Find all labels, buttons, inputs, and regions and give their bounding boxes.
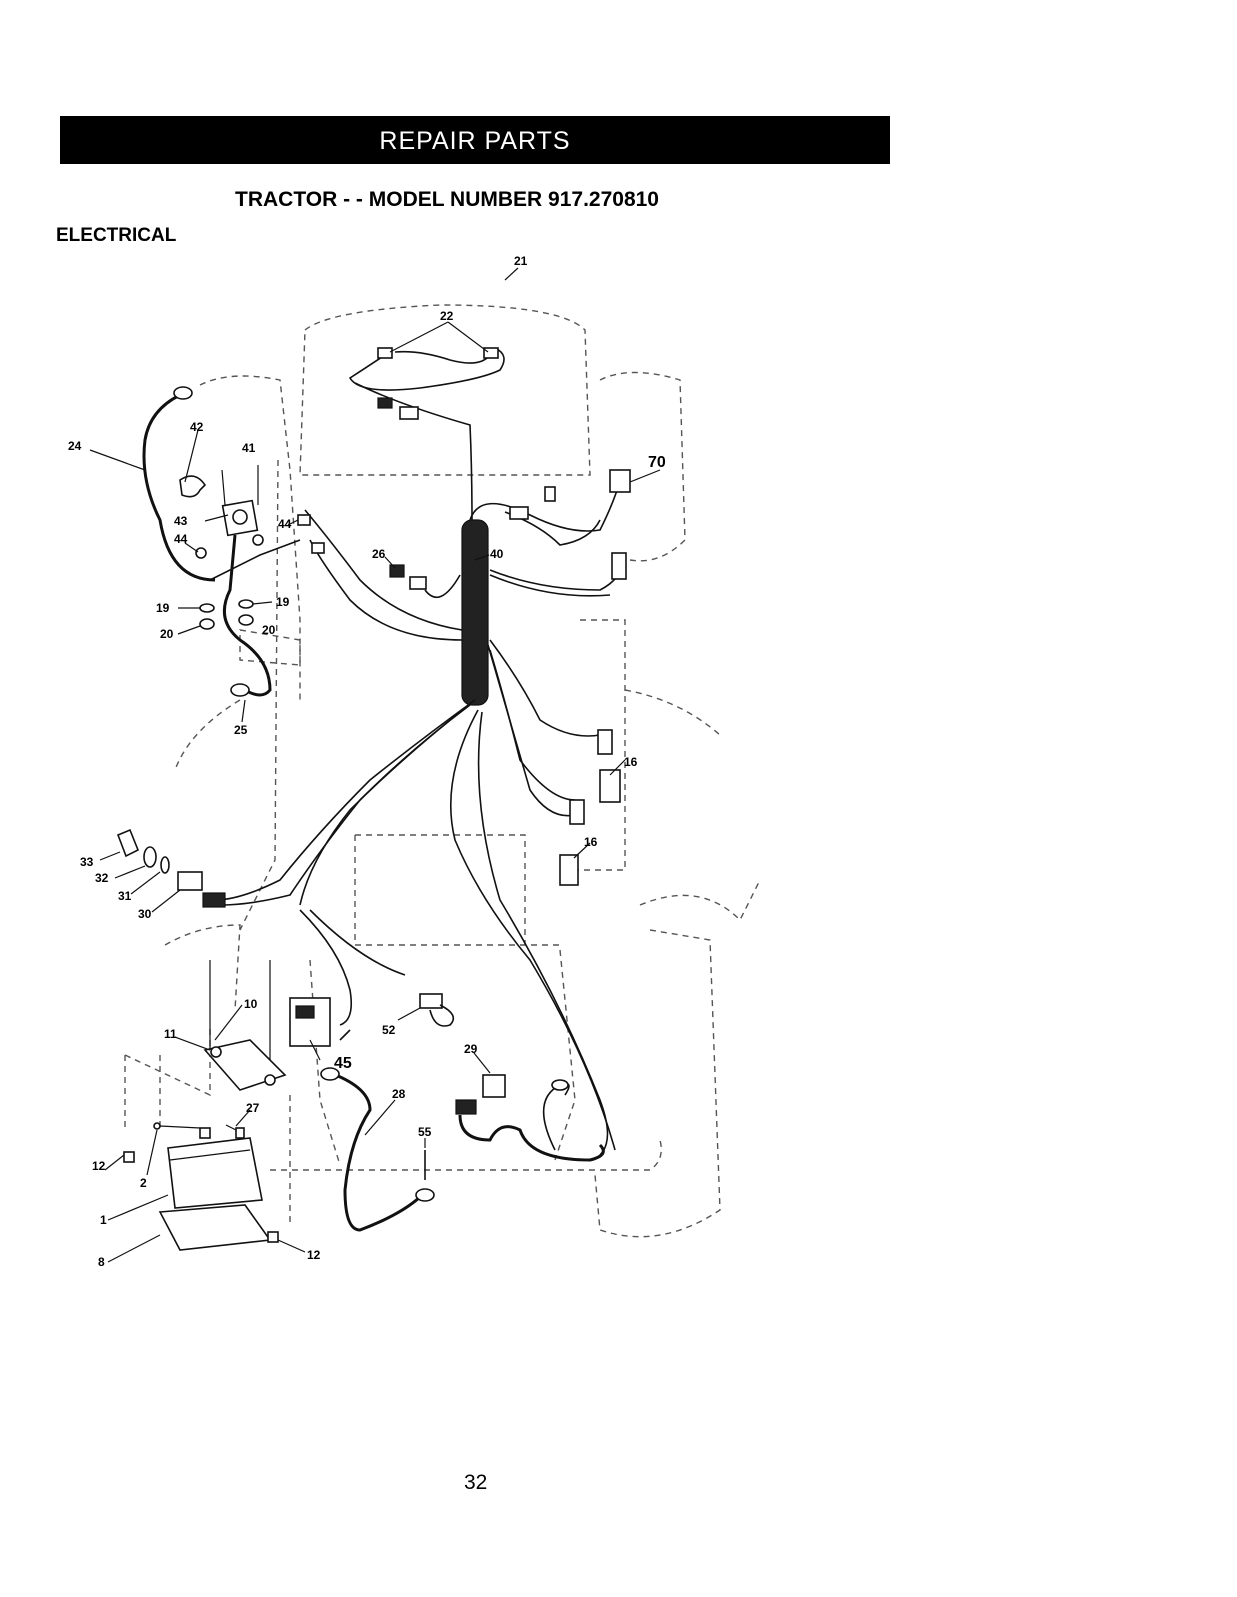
switch-30	[178, 872, 202, 890]
cable-25-end	[231, 684, 249, 696]
callout-44-left: 44	[174, 532, 188, 546]
callout-12-left: 12	[92, 1159, 106, 1173]
callout-12-right: 12	[307, 1248, 321, 1262]
ignition-key-33	[118, 830, 138, 856]
callout-25: 25	[234, 723, 248, 737]
connector-clutch	[570, 800, 584, 824]
callout-19-right: 19	[276, 595, 290, 609]
connector-26a	[390, 565, 404, 577]
headlight-bulb-left	[378, 348, 392, 358]
nut-44	[196, 548, 206, 558]
headlight-harness	[350, 348, 504, 520]
battery-tray-8	[160, 1205, 270, 1250]
callout-42: 42	[190, 420, 204, 434]
callout-31: 31	[118, 889, 132, 903]
callout-33: 33	[80, 855, 94, 869]
callout-29: 29	[464, 1042, 478, 1056]
callout-20-right: 20	[262, 623, 276, 637]
rear-components	[290, 994, 603, 1230]
battery-1	[168, 1138, 262, 1208]
nut-20a	[200, 619, 214, 629]
holddown-hole-left	[211, 1047, 221, 1057]
callout-55: 55	[418, 1125, 432, 1139]
callout-28: 28	[392, 1087, 406, 1101]
leader-lines	[90, 268, 660, 1262]
module-window	[296, 1006, 314, 1018]
connector-plug	[510, 507, 528, 519]
page-number: 32	[464, 1471, 487, 1495]
callout-24: 24	[68, 439, 82, 453]
washer-19a	[200, 604, 214, 612]
callout-70: 70	[648, 454, 666, 471]
connector-seat	[545, 487, 555, 501]
connector-pto	[456, 1100, 476, 1114]
nut-32	[144, 847, 156, 867]
switch-plug	[203, 893, 225, 907]
callout-21: 21	[514, 254, 528, 268]
callout-10: 10	[244, 997, 258, 1011]
nut-12a	[124, 1152, 134, 1162]
harness-plug	[378, 398, 392, 408]
callout-41: 41	[242, 441, 256, 455]
battery-terminal-neg	[236, 1128, 244, 1138]
connector-brake	[598, 730, 612, 754]
battery-terminal-pos	[200, 1128, 210, 1138]
harness-socket	[400, 407, 418, 419]
cable-28-end-bottom	[416, 1189, 434, 1201]
switch-29	[483, 1075, 505, 1097]
callout-16-lower: 16	[584, 835, 598, 849]
solenoid-terminal	[233, 510, 247, 524]
callout-44-right: 44	[278, 517, 292, 531]
nut-44b	[253, 535, 263, 545]
callout-22: 22	[440, 309, 454, 323]
callout-52: 52	[382, 1023, 396, 1037]
callout-27: 27	[246, 1101, 260, 1115]
washer-19b	[239, 600, 253, 608]
battery-assembly	[124, 960, 285, 1250]
harness-connectors	[390, 470, 630, 885]
nut-20b	[239, 615, 253, 625]
callout-2: 2	[140, 1176, 147, 1190]
ground-terminal	[552, 1080, 568, 1090]
connector-terminal	[312, 543, 324, 553]
module-45	[290, 998, 330, 1046]
callout-19-left: 19	[156, 601, 170, 615]
holddown-hole-right	[265, 1075, 275, 1085]
washer-31	[161, 857, 169, 873]
starter-solenoid	[144, 387, 324, 696]
callout-1: 1	[100, 1213, 107, 1227]
bolt-2	[154, 1123, 160, 1129]
cable-24-end	[174, 387, 192, 399]
tractor-outline	[125, 305, 760, 1237]
callout-20-left: 20	[160, 627, 174, 641]
connector-70	[610, 470, 630, 492]
fuse-52	[420, 994, 442, 1008]
callout-8: 8	[98, 1255, 105, 1269]
callout-16-upper: 16	[624, 755, 638, 769]
connector-44	[298, 515, 310, 525]
cover-42	[180, 476, 205, 497]
callout-30: 30	[138, 907, 152, 921]
callout-26: 26	[372, 547, 386, 561]
connector-side	[612, 553, 626, 579]
harness-loom	[462, 520, 488, 705]
nut-12b	[268, 1232, 278, 1242]
switch-16-lower	[560, 855, 578, 885]
callout-11: 11	[164, 1027, 177, 1041]
headlight-bulb-right	[484, 348, 498, 358]
callout-45: 45	[334, 1055, 352, 1072]
callout-40: 40	[490, 547, 504, 561]
callout-32: 32	[95, 871, 109, 885]
ignition-switch	[118, 830, 225, 907]
connector-26b	[410, 577, 426, 589]
callout-43: 43	[174, 514, 188, 528]
